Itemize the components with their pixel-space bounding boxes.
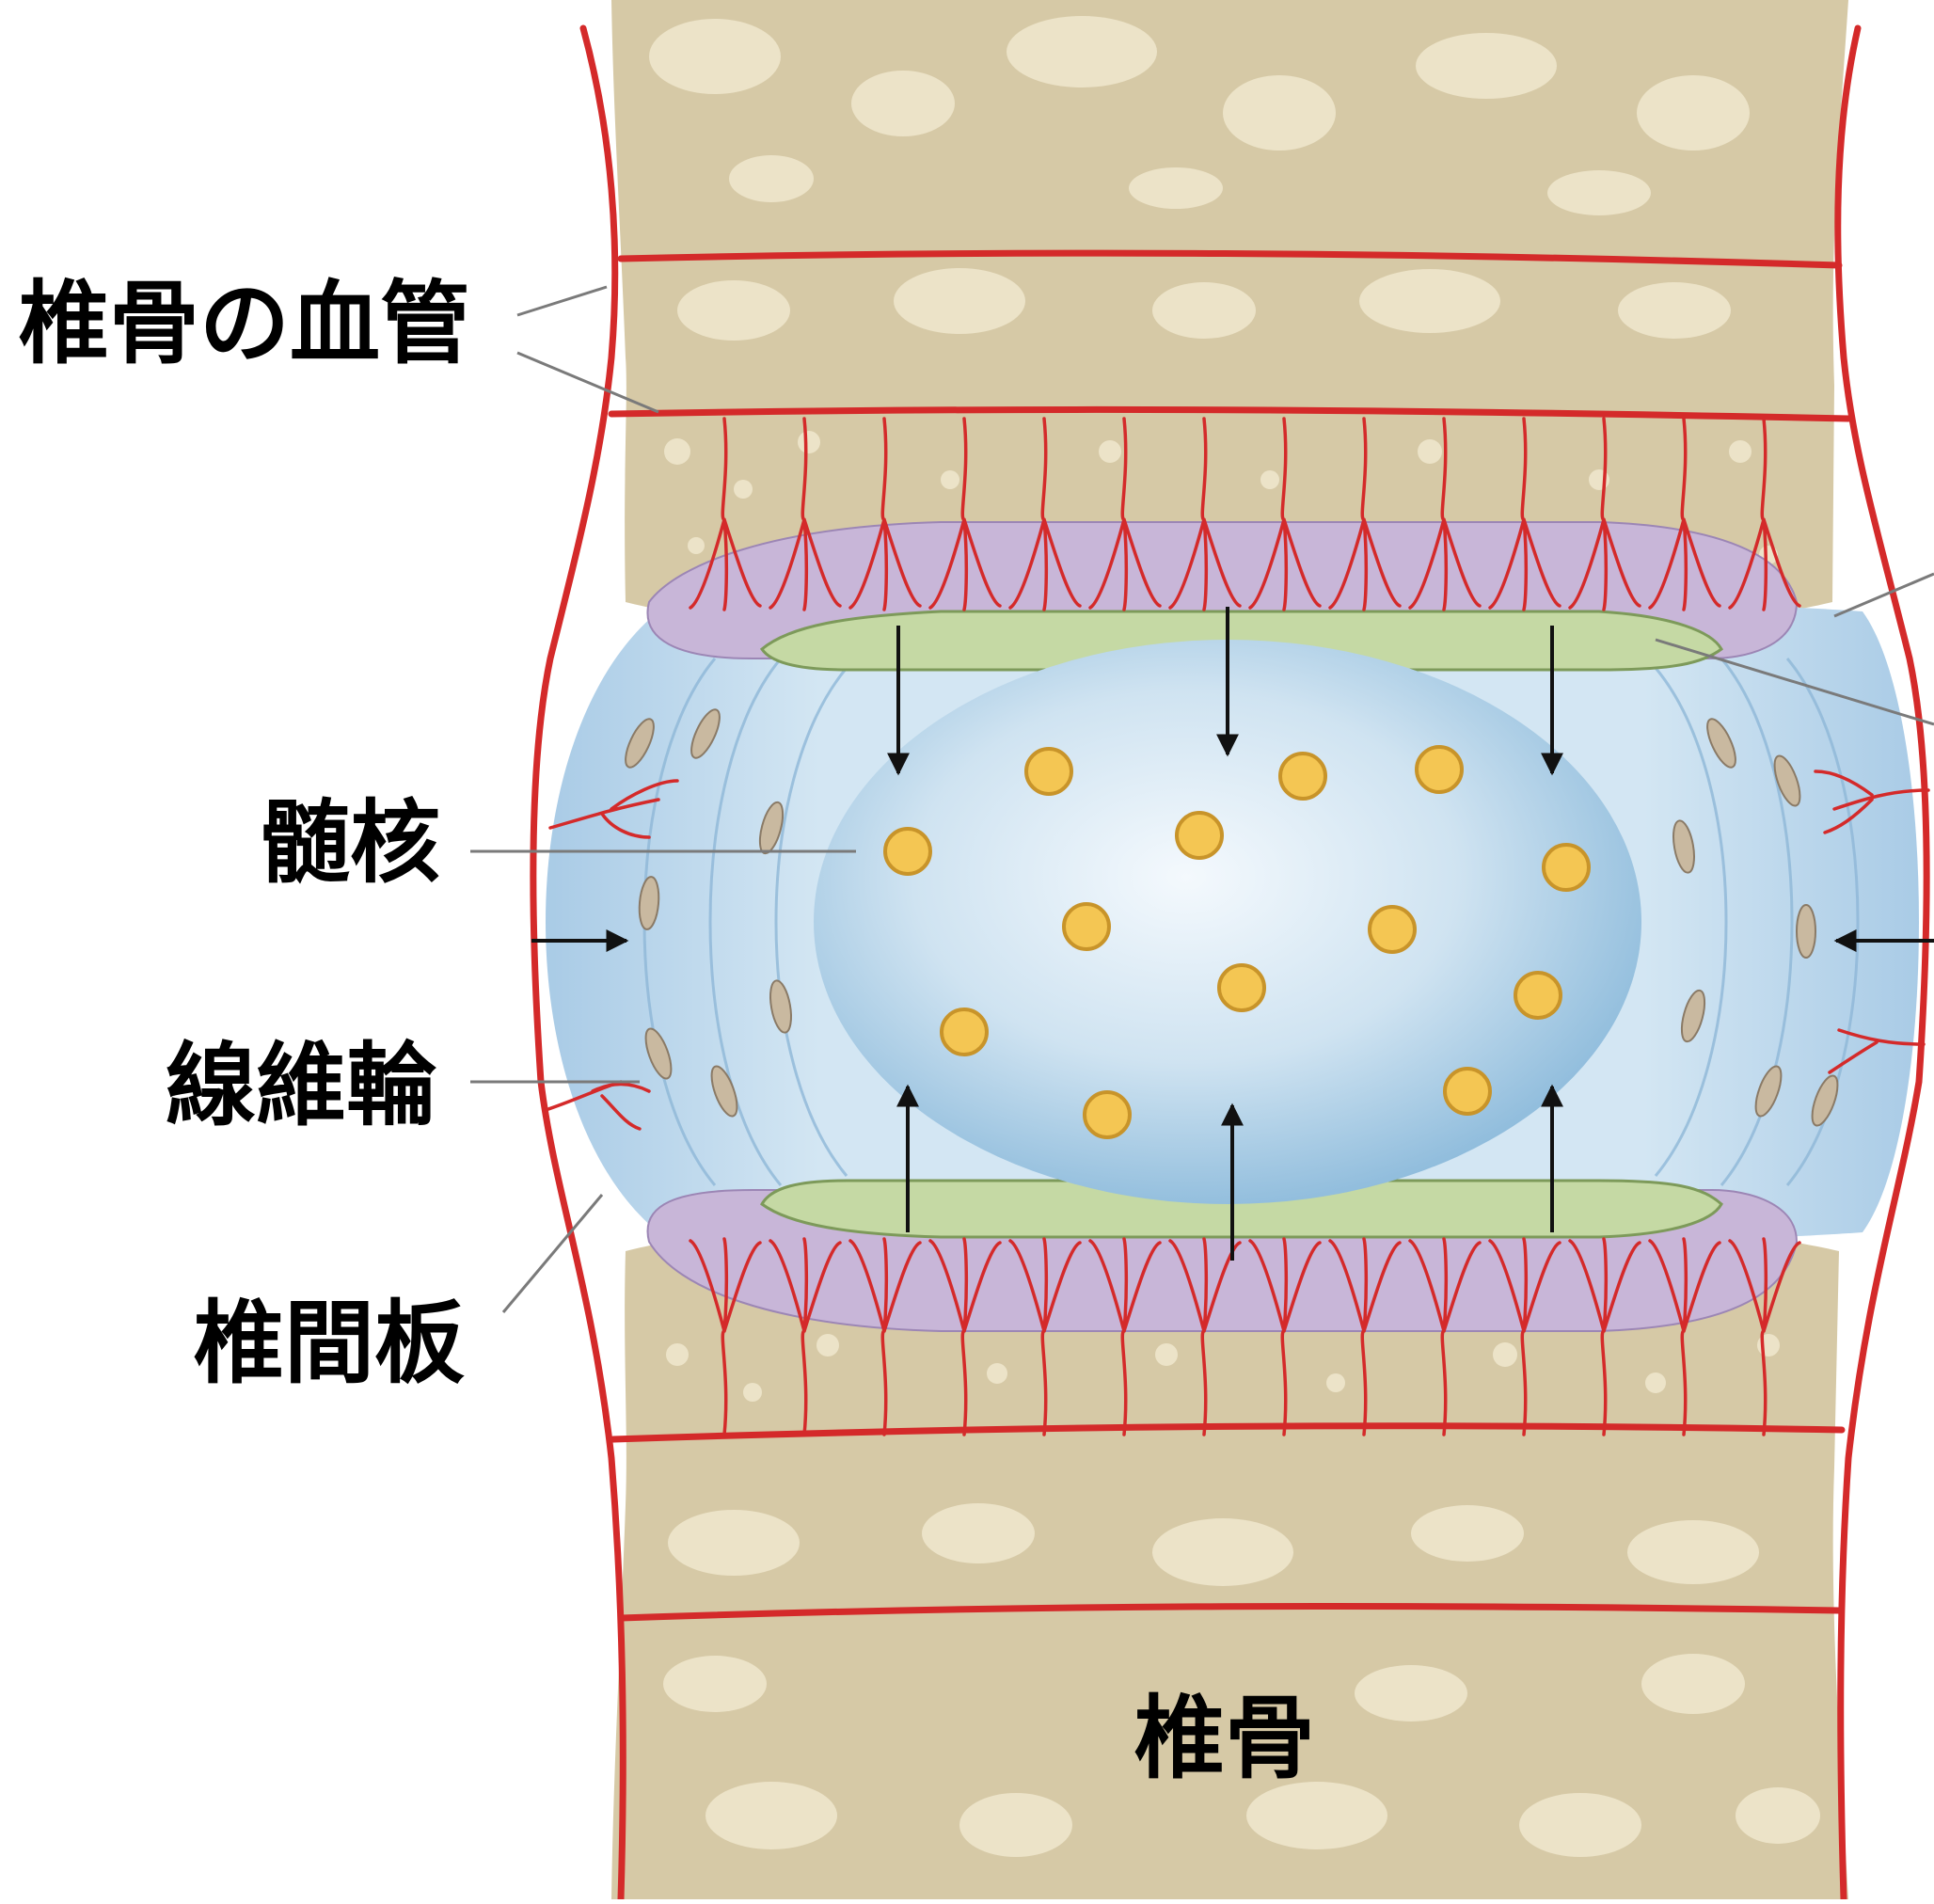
nucleus-cells <box>883 745 1591 1139</box>
nucleus-cell <box>1217 963 1266 1012</box>
capillary <box>1568 1237 1641 1436</box>
capillary <box>1248 1237 1322 1436</box>
nucleus-cell <box>1062 902 1111 951</box>
pressure-arrows <box>531 607 1934 1261</box>
label-annulus-fibrosus: 線維輪 <box>166 1033 436 1138</box>
capillary <box>1248 417 1322 611</box>
nucleus-cell <box>1443 1067 1492 1116</box>
nucleus-cell <box>883 827 932 876</box>
nucleus-cell <box>1278 752 1327 801</box>
capillary <box>1648 1237 1721 1436</box>
label-intervertebral-disc: 椎間板 <box>194 1291 465 1396</box>
capillary <box>1728 1237 1801 1436</box>
capillary <box>1648 417 1721 611</box>
annulus-cells <box>625 708 1839 1127</box>
capillary <box>1328 1237 1402 1436</box>
capillary <box>1088 1237 1162 1436</box>
capillary <box>1008 1237 1082 1436</box>
capillary <box>1408 417 1482 611</box>
label-nucleus-pulposus: 髄核 <box>260 790 440 896</box>
capillary <box>1168 417 1242 611</box>
capillary <box>689 417 762 611</box>
bone-texture <box>649 16 1820 1857</box>
leader-lines <box>470 285 1934 1313</box>
nucleus-cell <box>1368 905 1417 954</box>
nucleus-cell <box>1514 971 1562 1020</box>
capillary <box>1408 1237 1482 1436</box>
capillary <box>928 417 1002 611</box>
blood-vessels <box>530 24 1930 1903</box>
capillary <box>769 417 842 611</box>
nucleus-cell <box>1083 1090 1132 1139</box>
capillary <box>769 1237 842 1436</box>
label-vertebral-vessels: 椎骨の血管 <box>19 271 470 376</box>
capillary <box>848 417 922 611</box>
nucleus-cell <box>1415 745 1464 794</box>
nucleus-cell <box>940 1008 989 1056</box>
capillary <box>1568 417 1641 611</box>
capillary <box>848 1237 922 1436</box>
nucleus-cell <box>1024 747 1073 796</box>
capillary <box>689 1237 762 1436</box>
capillary <box>1008 417 1082 611</box>
capillary <box>1328 417 1402 611</box>
capillary <box>928 1237 1002 1436</box>
lower-endplate <box>760 1179 1723 1239</box>
capillary <box>1488 1237 1561 1436</box>
label-vertebra: 椎骨 <box>1134 1686 1315 1791</box>
nucleus-cell <box>1542 843 1591 892</box>
nucleus-cell <box>1175 811 1224 860</box>
capillary <box>1728 417 1801 611</box>
capillary <box>1088 417 1162 611</box>
capillary <box>1168 1237 1242 1436</box>
capillary <box>1488 417 1561 611</box>
